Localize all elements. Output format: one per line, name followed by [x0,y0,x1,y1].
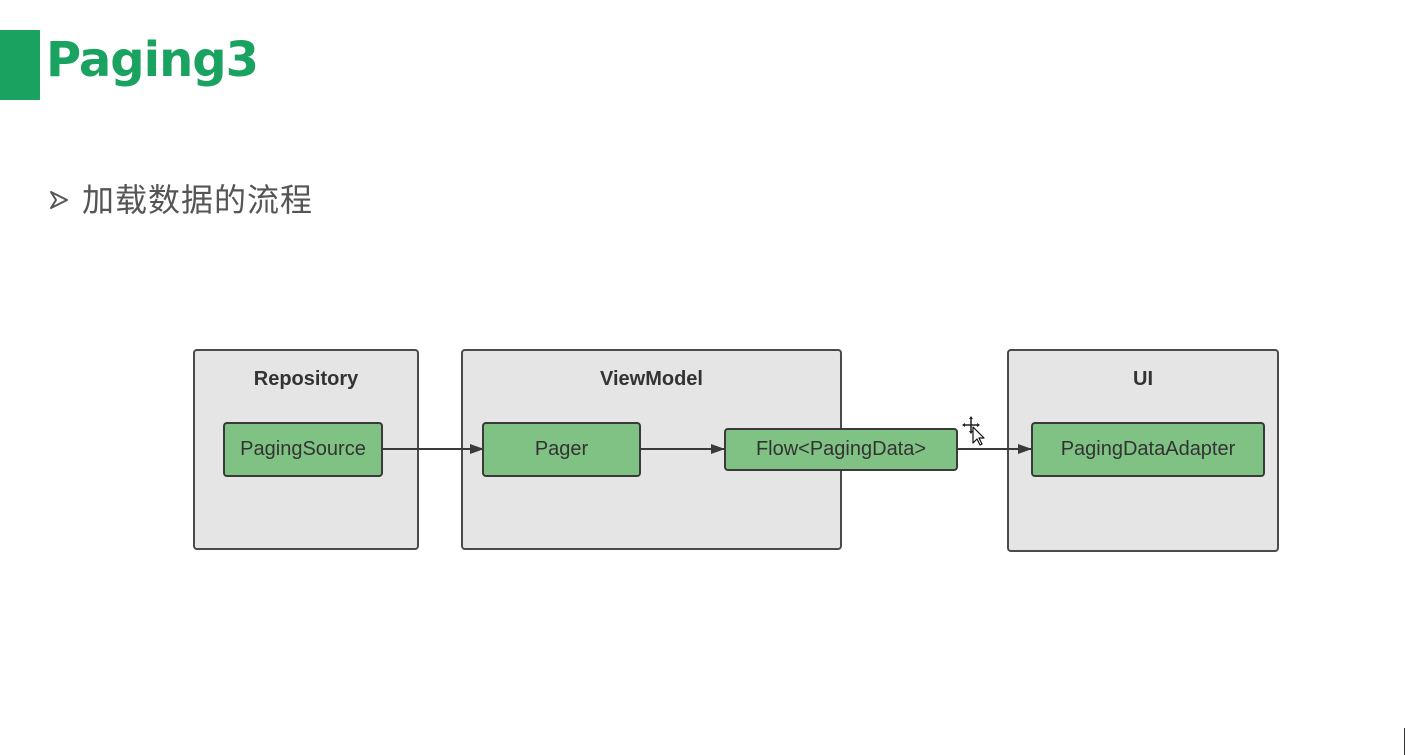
viewmodel-label: ViewModel [600,368,703,390]
move-cursor-icon [962,416,985,446]
ui-label: UI [1133,368,1153,390]
pagingsource-node: PagingSource [223,422,383,477]
pagingdataadapter-node: PagingDataAdapter [1031,422,1265,477]
bullet-row: 加载数据的流程 [48,178,313,222]
flow-pagingdata-node: Flow<PagingData> [724,428,958,471]
title-accent-bar [0,30,40,100]
corner-mark [1404,728,1405,755]
slide-title: Paging3 [46,32,259,88]
repository-label: Repository [253,368,359,390]
arrow-bullet-icon [50,191,68,209]
pager-node: Pager [482,422,641,477]
bullet-text: 加载数据的流程 [82,181,314,219]
